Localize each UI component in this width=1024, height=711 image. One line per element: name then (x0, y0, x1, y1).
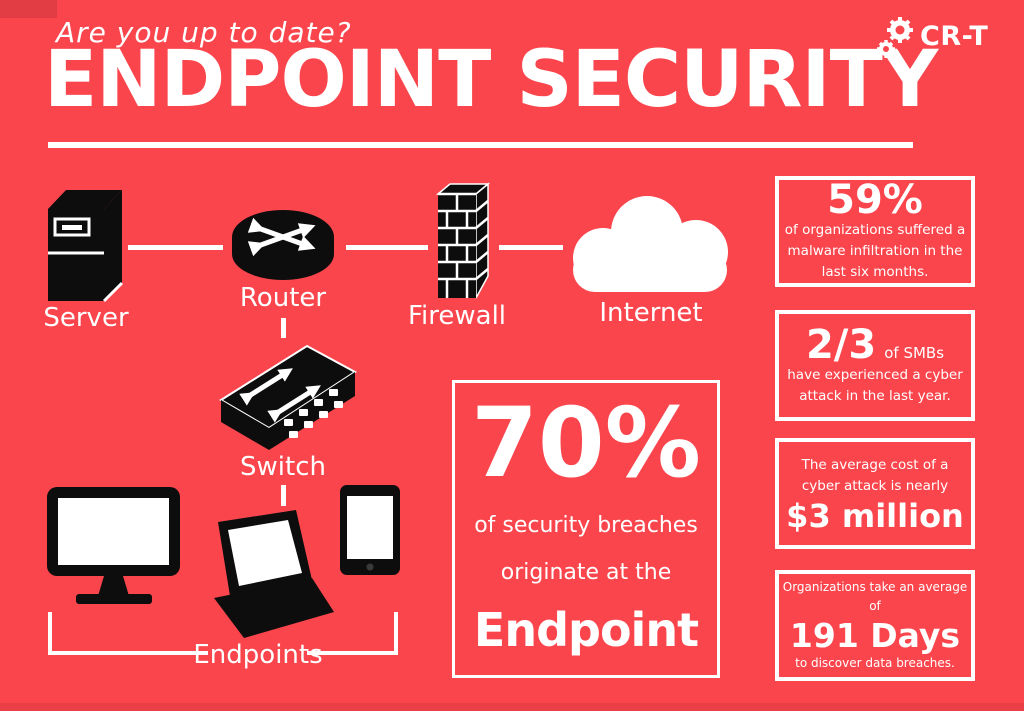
stat-text-line: cyber attack is nearly (801, 478, 949, 494)
switch-icon (219, 344, 357, 450)
brand-text: CR-T (920, 20, 989, 52)
laptop-icon (214, 510, 334, 638)
title-underline (48, 142, 913, 148)
stat-box-malware: 59% of organizations suffered a malware … (775, 176, 975, 287)
gear-icon (877, 17, 913, 58)
brand-logo: CR-T (876, 12, 1006, 60)
stat-value: 191 Days (789, 615, 961, 655)
stat-text-line: malware infiltration in the (787, 243, 963, 260)
endpoints-label: Endpoints (193, 640, 323, 670)
stat-text-line: of organizations suffered a (784, 222, 966, 239)
server-label: Server (43, 303, 129, 333)
bottom-accent-bar (0, 703, 1024, 711)
stat-value: 59% (827, 177, 923, 224)
switch-label: Switch (240, 452, 326, 482)
server-icon (48, 190, 124, 303)
bracket-right-horizontal (307, 651, 398, 655)
connector-router-switch (281, 318, 286, 338)
page-title: ENDPOINT SECURITY (44, 35, 938, 125)
internet-label: Internet (599, 298, 703, 328)
internet-cloud-icon (573, 196, 728, 292)
stat-box-discovery: Organizations take an average of 191 Day… (775, 570, 975, 681)
stat-text-line: attack in the last year. (799, 387, 951, 404)
highlight-emphasis: Endpoint (473, 603, 699, 657)
monitor-icon (47, 487, 180, 604)
highlight-percentage: 70% (471, 387, 701, 499)
stat-value: 2/3 (805, 321, 877, 368)
stat-box-cost: The average cost of a cyber attack is ne… (775, 438, 975, 549)
stat-text-line: have experienced a cyber (787, 366, 963, 383)
stat-value: $3 million (786, 496, 964, 535)
stat-text-line: last six months. (821, 263, 929, 280)
highlight-line1: of security breaches (474, 513, 698, 538)
stat-suffix: of SMBs (884, 343, 945, 362)
stat-text-line: to discover data breaches. (795, 655, 955, 670)
bracket-right-vertical (394, 612, 398, 655)
connector-switch-endpoints (281, 485, 286, 506)
stat-box-smb: 2/3 of SMBs have experienced a cyber att… (775, 310, 975, 421)
router-label: Router (239, 283, 327, 313)
firewall-icon (435, 182, 491, 299)
connector-server-router (128, 245, 223, 250)
highlight-box: 70% of security breaches originate at th… (452, 380, 720, 678)
bracket-left-horizontal (48, 651, 208, 655)
top-accent-bar (0, 0, 57, 18)
firewall-label: Firewall (407, 301, 507, 331)
connector-firewall-internet (499, 245, 563, 250)
stat-text-line: The average cost of a (801, 457, 949, 474)
stat-text-line: Organizations take an average of (782, 580, 968, 614)
tablet-icon (340, 485, 400, 575)
highlight-line2: originate at the (500, 560, 672, 585)
header-tagline: Are you up to date? (56, 16, 352, 49)
connector-router-firewall (346, 245, 428, 250)
router-icon (232, 210, 334, 280)
bracket-left-vertical (48, 612, 52, 655)
